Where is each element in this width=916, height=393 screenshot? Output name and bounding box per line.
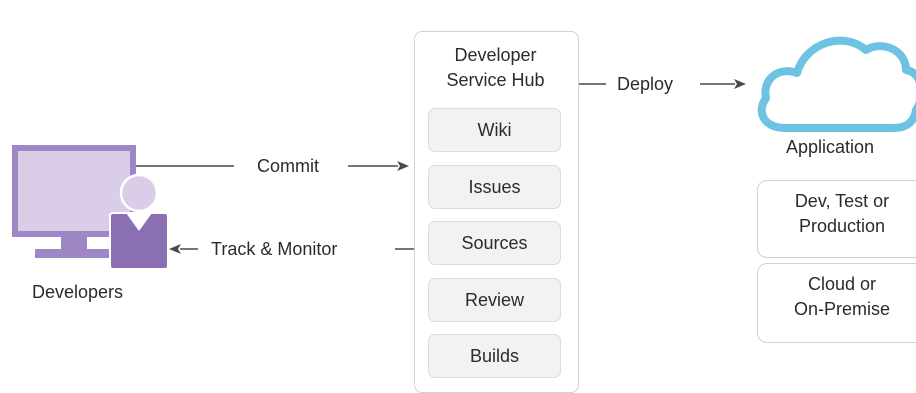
deploy-arrowhead bbox=[734, 79, 746, 89]
monitor-neck bbox=[61, 237, 87, 249]
person-collar bbox=[126, 213, 152, 231]
hub-title: Developer Service Hub bbox=[414, 43, 577, 93]
hub-item-builds: Builds bbox=[428, 334, 561, 378]
environment-box2-line1: Cloud or bbox=[807, 274, 877, 294]
hub-item-review: Review bbox=[428, 278, 561, 322]
hub-title-line2: Service Hub bbox=[446, 70, 545, 90]
environment-box1-line1: Dev, Test or bbox=[794, 191, 890, 211]
track-monitor-label: Track & Monitor bbox=[211, 239, 338, 259]
environment-box-cloud-on-premise: Cloud or On-Premise bbox=[757, 263, 916, 343]
hub-item-wiki: Wiki bbox=[428, 108, 561, 152]
deploy-label: Deploy bbox=[617, 74, 674, 94]
application-label: Application bbox=[786, 137, 875, 157]
deploy-connector bbox=[577, 79, 746, 89]
environment-box-dev-test-production: Dev, Test or Production bbox=[757, 180, 916, 258]
commit-arrowhead bbox=[397, 161, 409, 171]
developers-label: Developers bbox=[32, 282, 124, 302]
monitor-base bbox=[35, 249, 113, 258]
environment-box2-line2: On-Premise bbox=[793, 299, 891, 319]
hub-item-issues: Issues bbox=[428, 165, 561, 209]
track-monitor-connector bbox=[169, 244, 414, 254]
hub-item-sources: Sources bbox=[428, 221, 561, 265]
track-arrowhead bbox=[169, 244, 181, 254]
cloud-icon bbox=[757, 36, 916, 132]
developer-workstation-icon bbox=[12, 145, 169, 270]
environment-box1-line2: Production bbox=[798, 216, 886, 236]
person-head bbox=[119, 173, 159, 213]
developer-service-hub-panel bbox=[414, 31, 579, 393]
commit-label: Commit bbox=[257, 156, 319, 176]
commit-connector bbox=[136, 161, 409, 171]
hub-title-line1: Developer bbox=[454, 45, 537, 65]
